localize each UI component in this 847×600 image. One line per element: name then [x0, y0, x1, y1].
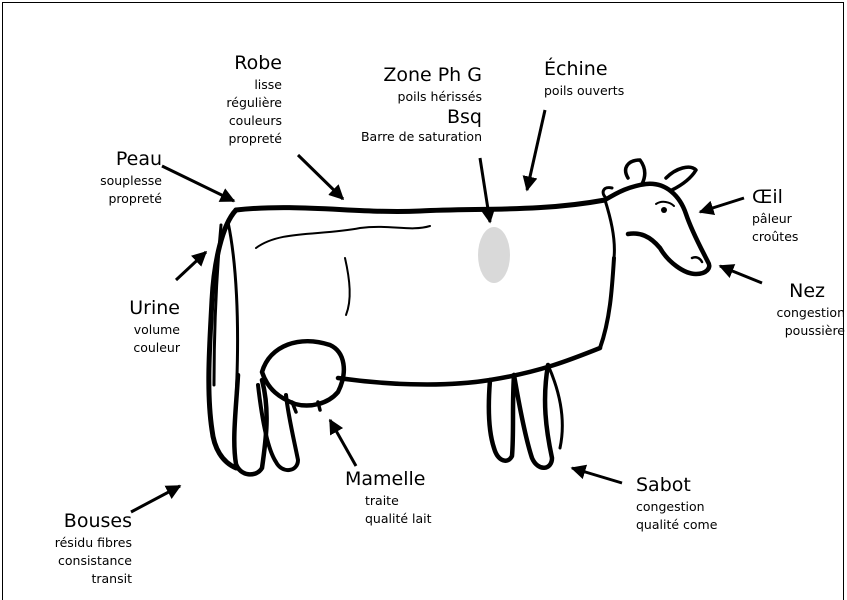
- label-title: Échine: [544, 58, 624, 82]
- label-line: poils ouverts: [544, 82, 624, 100]
- label-zone-ph-g: Zone Ph G poils hérissés Bsq Barre de sa…: [361, 64, 482, 146]
- arrow-mamelle: [330, 420, 356, 466]
- label-nez: Nez congestion poussière: [776, 280, 845, 340]
- label-line: couleurs: [226, 112, 282, 130]
- label-line: lisse: [226, 76, 282, 94]
- arrow-oeil: [700, 198, 744, 212]
- label-line: poils hérissés: [361, 88, 482, 106]
- label-oeil: Œil pâleur croûtes: [752, 186, 798, 246]
- label-line: congestion: [776, 304, 845, 322]
- label-title: Sabot: [636, 474, 717, 498]
- label-title-bsq: Bsq: [361, 106, 482, 128]
- label-bouses: Bouses résidu fibres consistance transit: [55, 510, 132, 588]
- label-peau: Peau souplesse propreté: [100, 148, 162, 208]
- label-title: Robe: [226, 52, 282, 76]
- label-robe: Robe lisse régulière couleurs propreté: [226, 52, 282, 148]
- label-urine: Urine volume couleur: [129, 297, 180, 357]
- label-line: traite: [345, 492, 432, 510]
- label-echine: Échine poils ouverts: [544, 58, 624, 100]
- label-line: transit: [55, 570, 132, 588]
- label-title: Zone Ph G: [361, 64, 482, 88]
- label-mamelle: Mamelle traite qualité lait: [345, 468, 432, 528]
- label-line: volume: [129, 321, 180, 339]
- label-line: propreté: [226, 130, 282, 148]
- arrow-echine: [527, 110, 545, 190]
- arrow-bouses: [131, 486, 180, 512]
- label-line: régulière: [226, 94, 282, 112]
- label-line: congestion: [636, 498, 717, 516]
- label-title: Urine: [129, 297, 180, 321]
- pointer-arrows: [131, 110, 762, 512]
- label-title: Mamelle: [345, 468, 432, 492]
- label-line: Barre de saturation: [361, 128, 482, 146]
- label-line: qualité come: [636, 516, 717, 534]
- label-sabot: Sabot congestion qualité come: [636, 474, 717, 534]
- label-line: qualité lait: [345, 510, 432, 528]
- arrow-peau: [162, 166, 234, 201]
- arrow-zone: [480, 158, 490, 222]
- label-line: pâleur: [752, 210, 798, 228]
- label-title: Bouses: [55, 510, 132, 534]
- label-line: propreté: [100, 190, 162, 208]
- label-title: Nez: [776, 280, 845, 304]
- label-line: consistance: [55, 552, 132, 570]
- cow-outline: [209, 160, 709, 474]
- label-line: poussière: [776, 322, 845, 340]
- label-title: Peau: [100, 148, 162, 172]
- label-line: couleur: [129, 339, 180, 357]
- arrow-urine: [176, 252, 206, 280]
- arrow-robe: [298, 155, 343, 199]
- label-line: croûtes: [752, 228, 798, 246]
- label-line: résidu fibres: [55, 534, 132, 552]
- label-title: Œil: [752, 186, 798, 210]
- zone-ph-g-marker: [478, 227, 510, 283]
- arrow-nez: [720, 266, 762, 283]
- label-line: souplesse: [100, 172, 162, 190]
- arrow-sabot: [572, 468, 622, 483]
